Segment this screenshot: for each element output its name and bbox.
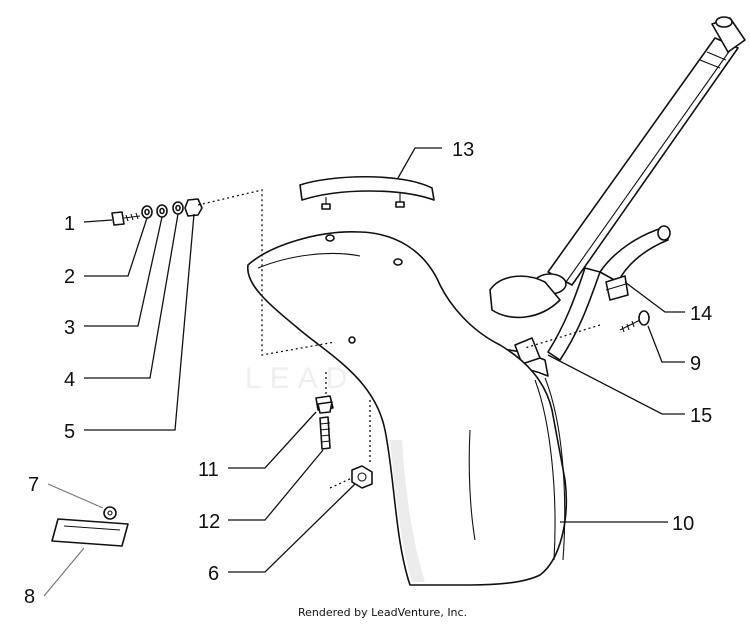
callout-13: 13 (452, 139, 474, 161)
callout-4: 4 (64, 369, 75, 391)
reflector-assembly (51, 506, 129, 547)
callout-labels: 1 2 3 4 5 6 7 8 9 10 11 12 13 14 15 (24, 139, 712, 608)
callout-15: 15 (690, 405, 712, 427)
lower-hardware (315, 395, 373, 489)
callout-11: 11 (198, 459, 219, 481)
callout-3: 3 (64, 317, 75, 339)
callout-6: 6 (208, 563, 219, 585)
callout-5: 5 (64, 421, 75, 443)
callout-1: 1 (64, 213, 75, 235)
assembly-lines (197, 189, 601, 489)
bolt-washer-stack (111, 198, 203, 226)
callout-14: 14 (690, 303, 712, 325)
front-mudguard (247, 231, 568, 586)
steering-column (489, 16, 746, 319)
bolt-9 (619, 310, 650, 333)
leader-lines (43, 147, 685, 597)
callout-8: 8 (24, 586, 35, 608)
callout-2: 2 (64, 266, 75, 288)
top-trim (299, 175, 435, 210)
callout-9: 9 (690, 353, 701, 375)
callout-10: 10 (672, 513, 694, 535)
footer-credit: Rendered by LeadVenture, Inc. (298, 606, 467, 619)
callout-7: 7 (28, 474, 39, 496)
callout-12: 12 (198, 511, 220, 533)
